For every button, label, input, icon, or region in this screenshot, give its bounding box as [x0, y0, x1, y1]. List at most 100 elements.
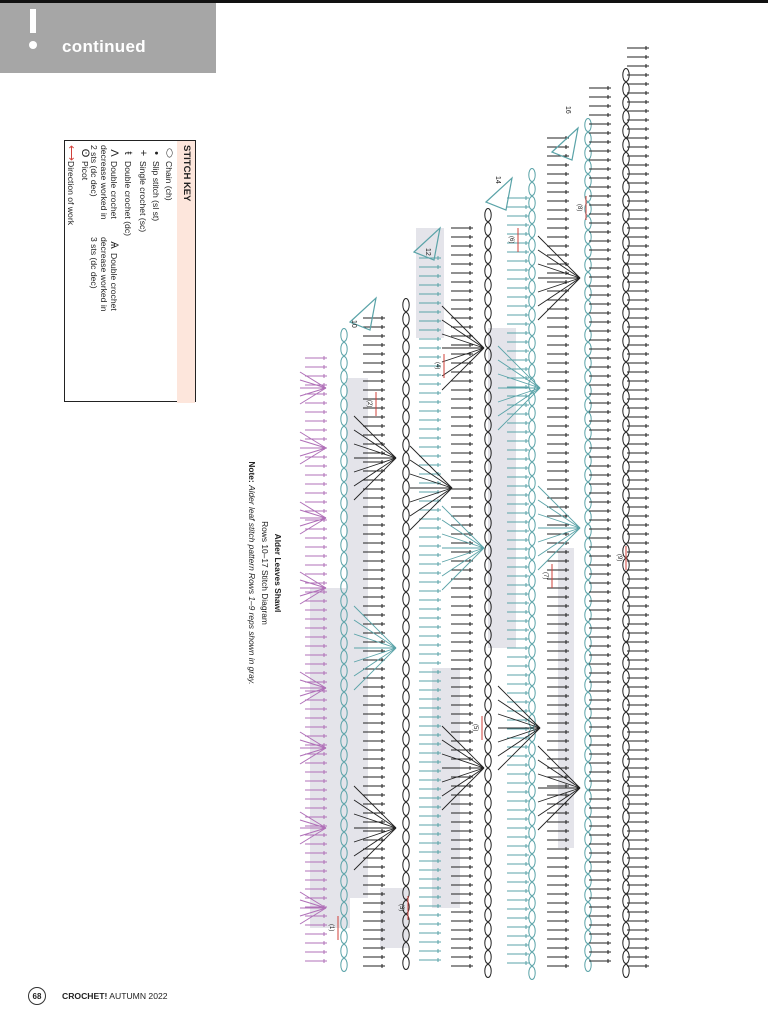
direction-marker-0: (1)	[328, 916, 339, 940]
chain-stitch	[484, 446, 492, 460]
dc-decrease-leg	[353, 415, 397, 459]
chain-stitch	[584, 608, 592, 622]
chain-stitch	[584, 300, 592, 314]
chain-stitch	[622, 166, 630, 180]
dc-decrease-leg	[441, 767, 485, 797]
chain-stitch	[484, 810, 492, 824]
chain-stitch	[528, 196, 536, 210]
chain-stitch	[484, 726, 492, 740]
chain-stitch	[584, 650, 592, 664]
chain-stitch	[528, 630, 536, 644]
dc-decrease-leg	[537, 787, 581, 831]
chain-stitch	[584, 244, 592, 258]
shell-leg	[299, 687, 327, 697]
chain-stitch	[484, 740, 492, 754]
magazine-name: CROCHET!	[62, 991, 108, 1001]
direction-marker-1: (2)	[366, 392, 377, 416]
dc-decrease-leg	[353, 647, 397, 663]
direction-marker-5: (6)	[508, 228, 519, 252]
chain-stitch	[528, 336, 536, 350]
chain-stitch	[584, 790, 592, 804]
direction-label: (1)	[328, 924, 334, 931]
chain-stitch	[340, 720, 348, 734]
chain-stitch	[528, 462, 536, 476]
dc-decrease-leg	[441, 347, 485, 377]
note-text: Alder leaf stitch pattern Rows 1–9 reps …	[247, 485, 257, 685]
chain-stitch	[584, 356, 592, 370]
dc-decrease-leg	[353, 457, 397, 487]
chain-stitch	[340, 748, 348, 762]
chain-stitch	[340, 496, 348, 510]
dc-decrease-leg	[353, 633, 397, 649]
dc-decrease-leg	[537, 527, 581, 543]
shell-leg	[299, 811, 327, 829]
chain-stitch	[584, 482, 592, 496]
chain-stitch	[402, 592, 410, 606]
chain-stitch	[402, 452, 410, 466]
chain-stitch	[484, 432, 492, 446]
chain-stitch	[484, 964, 492, 978]
chain-stitch	[584, 510, 592, 524]
dc-decrease-leg	[441, 305, 485, 349]
section-banner: continued	[0, 3, 216, 73]
chain-stitch	[402, 732, 410, 746]
row-number-12: 12	[424, 248, 431, 256]
chain-stitch	[484, 866, 492, 880]
chain-stitch	[584, 930, 592, 944]
chain-stitch	[528, 532, 536, 546]
dc-decrease-1	[353, 605, 397, 691]
chain-stitch	[622, 908, 630, 922]
chain-stitch	[622, 96, 630, 110]
chain-stitch	[402, 340, 410, 354]
chain-stitch	[402, 760, 410, 774]
dc-decrease-5	[441, 725, 485, 811]
chain-stitch	[622, 866, 630, 880]
dc-decrease-0	[353, 415, 397, 501]
chain-stitch	[584, 272, 592, 286]
chain-stitch	[622, 740, 630, 754]
dc-decrease-leg	[441, 319, 485, 349]
chain-stitch	[528, 770, 536, 784]
chain-stitch	[528, 700, 536, 714]
stitch-row-10	[584, 118, 592, 972]
chain-stitch	[484, 544, 492, 558]
chain-stitch	[402, 788, 410, 802]
chain-stitch	[484, 236, 492, 250]
purple-shell-7	[299, 891, 327, 925]
dc-decrease-leg	[409, 473, 453, 489]
chain-stitch	[622, 152, 630, 166]
shell-leg	[299, 439, 327, 449]
chain-stitch	[528, 574, 536, 588]
chain-stitch	[622, 880, 630, 894]
chain-stitch	[484, 894, 492, 908]
chain-stitch	[340, 664, 348, 678]
purple-shell-1	[299, 431, 327, 465]
chain-stitch	[402, 802, 410, 816]
chain-stitch	[622, 404, 630, 418]
stitch-row-2	[363, 316, 385, 968]
chain-stitch	[402, 606, 410, 620]
chain-stitch	[584, 384, 592, 398]
chain-stitch	[340, 594, 348, 608]
direction-label: (9)	[616, 554, 622, 561]
direction-label: (8)	[576, 204, 582, 211]
chain-stitch	[484, 348, 492, 362]
chain-stitch	[402, 928, 410, 942]
key-row-double-crochet: ŧDouble crochet (dc)	[122, 145, 134, 236]
dc-decrease-leg	[353, 799, 397, 829]
dc-decrease-leg	[353, 647, 397, 677]
dc-decrease-leg	[441, 533, 485, 549]
dc-decrease-7	[537, 485, 581, 571]
dc-decrease-leg	[497, 387, 541, 431]
direction-marker-2: (3)	[398, 896, 409, 920]
dc3tog-icon: Ѧ	[108, 241, 120, 249]
dc-decrease-leg	[353, 619, 397, 649]
chain-stitch	[622, 894, 630, 908]
dc-decrease-leg	[497, 373, 541, 389]
chain-stitch	[622, 656, 630, 670]
magazine-issue: AUTUMN 2022	[109, 991, 168, 1001]
chain-stitch	[484, 460, 492, 474]
chain-stitch	[528, 420, 536, 434]
dc-decrease-3	[441, 305, 485, 391]
